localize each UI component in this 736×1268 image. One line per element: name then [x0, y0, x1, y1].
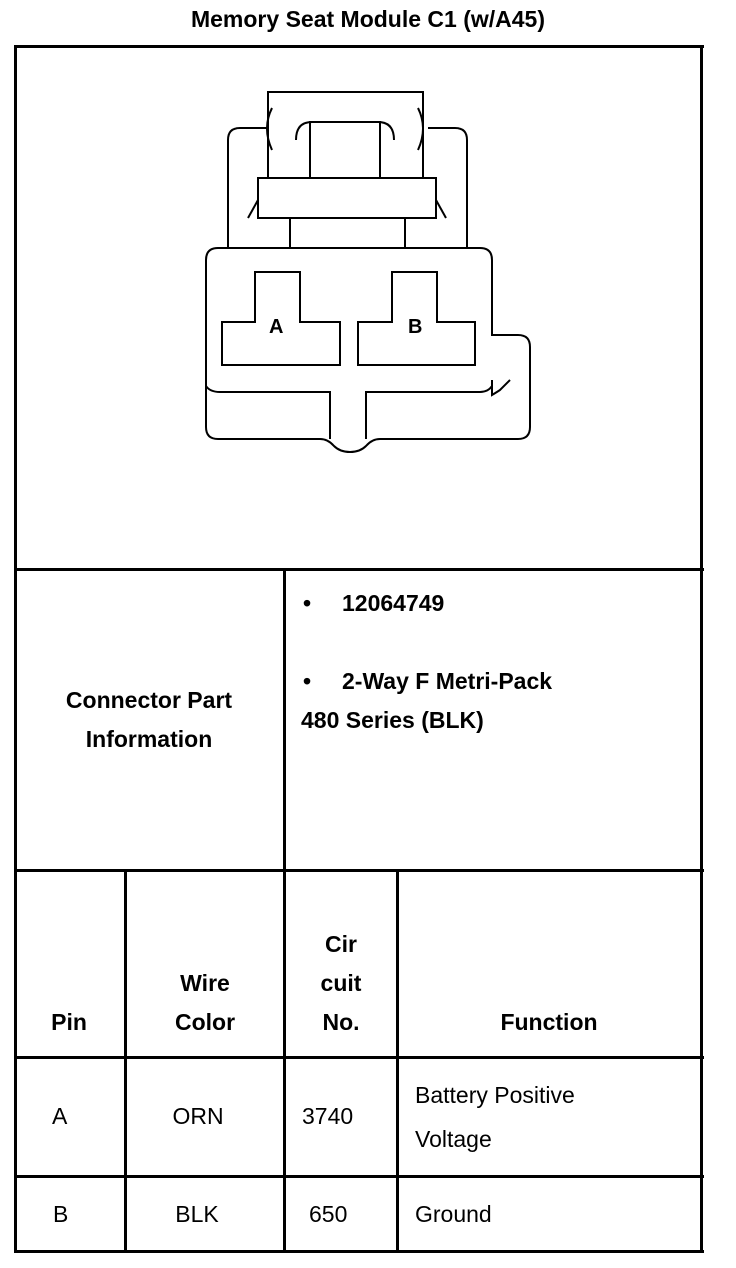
part-description-bullet: • [303, 668, 312, 694]
divider-part-info-col [283, 568, 286, 1253]
part-description-line2: 480 Series (BLK) [301, 707, 484, 733]
part-number-bullet: • [303, 590, 312, 616]
row-b-pin: B [53, 1201, 69, 1227]
header-wire-color-line2: Color [174, 1009, 236, 1035]
header-circuit-line2: cuit [320, 970, 362, 996]
part-info-label-line2: Information [85, 726, 213, 752]
row-a-wire-color: ORN [172, 1103, 224, 1129]
cavity-label-b: B [408, 316, 423, 338]
row-b-circuit: 650 [309, 1201, 348, 1227]
part-description-line1: 2-Way F Metri-Pack [342, 668, 553, 694]
part-number: 12064749 [342, 590, 445, 616]
divider-row-a-bottom [14, 1175, 704, 1178]
cavity-label-a: A [269, 316, 284, 338]
row-b-function: Ground [415, 1201, 492, 1227]
header-wire-color-line1: Wire [180, 970, 230, 996]
row-a-pin: A [52, 1103, 68, 1129]
connector-face-drawing [205, 91, 531, 454]
row-a-function-line1: Battery Positive [415, 1082, 575, 1108]
table-border-bottom [14, 1250, 704, 1253]
table-border-top [14, 45, 704, 48]
header-circuit-line3: No. [322, 1009, 360, 1035]
part-info-label-line1: Connector Part [65, 687, 233, 713]
table-border-left [14, 45, 17, 1253]
divider-image-bottom [14, 568, 704, 571]
page-title: Memory Seat Module C1 (w/A45) [190, 6, 546, 32]
row-a-circuit: 3740 [302, 1103, 354, 1129]
header-function: Function [500, 1009, 598, 1035]
row-b-wire-color: BLK [175, 1201, 219, 1227]
table-border-right [700, 45, 703, 1253]
header-pin: Pin [51, 1009, 87, 1035]
row-a-function-line2: Voltage [415, 1126, 492, 1152]
divider-header-bottom [14, 1056, 704, 1059]
divider-part-info-bottom [14, 869, 704, 872]
divider-pin-col [124, 869, 127, 1253]
header-circuit-line1: Cir [325, 931, 357, 957]
divider-circuit-col [396, 869, 399, 1253]
